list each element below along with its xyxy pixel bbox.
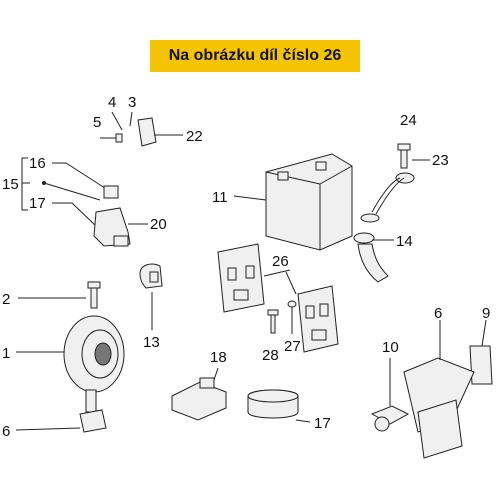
callout-28: 28: [262, 347, 279, 364]
callout-17-relay: 17: [29, 195, 46, 212]
callout-17-clamp: 17: [314, 415, 331, 432]
callout-14: 14: [396, 233, 413, 250]
callout-20: 20: [150, 216, 167, 233]
relay-18: [171, 367, 227, 421]
callout-15: 15: [2, 176, 19, 193]
part-highlight-banner: Na obrázku díl číslo 26: [150, 40, 360, 72]
bracket-22-assembly: [100, 111, 183, 147]
callout-13: 13: [143, 334, 160, 351]
callout-2: 2: [2, 291, 10, 308]
bracket-26-plates: [217, 243, 339, 353]
callout-18: 18: [210, 349, 227, 366]
callout-26: 26: [272, 253, 289, 270]
callout-6-horn: 6: [2, 423, 10, 440]
callout-6-relay: 6: [434, 305, 442, 322]
callout-27: 27: [284, 338, 301, 355]
relay-6-assembly: [370, 319, 493, 459]
clamp-band-17: [247, 389, 311, 423]
callout-22: 22: [186, 128, 203, 145]
callout-4: 4: [108, 94, 116, 111]
battery-cable-assembly: [353, 143, 430, 283]
horn-1-assembly: [15, 281, 125, 433]
callout-3: 3: [128, 94, 136, 111]
callout-16: 16: [29, 155, 46, 172]
callout-23: 23: [432, 152, 449, 169]
battery-11: [233, 153, 353, 251]
callout-5: 5: [93, 114, 101, 131]
callout-24: 24: [400, 112, 417, 129]
relay-20-assembly: [21, 157, 148, 247]
clip-13: [139, 263, 163, 330]
callout-1: 1: [2, 345, 10, 362]
callout-10: 10: [382, 339, 399, 356]
callout-9: 9: [482, 305, 490, 322]
callout-11: 11: [212, 189, 228, 206]
